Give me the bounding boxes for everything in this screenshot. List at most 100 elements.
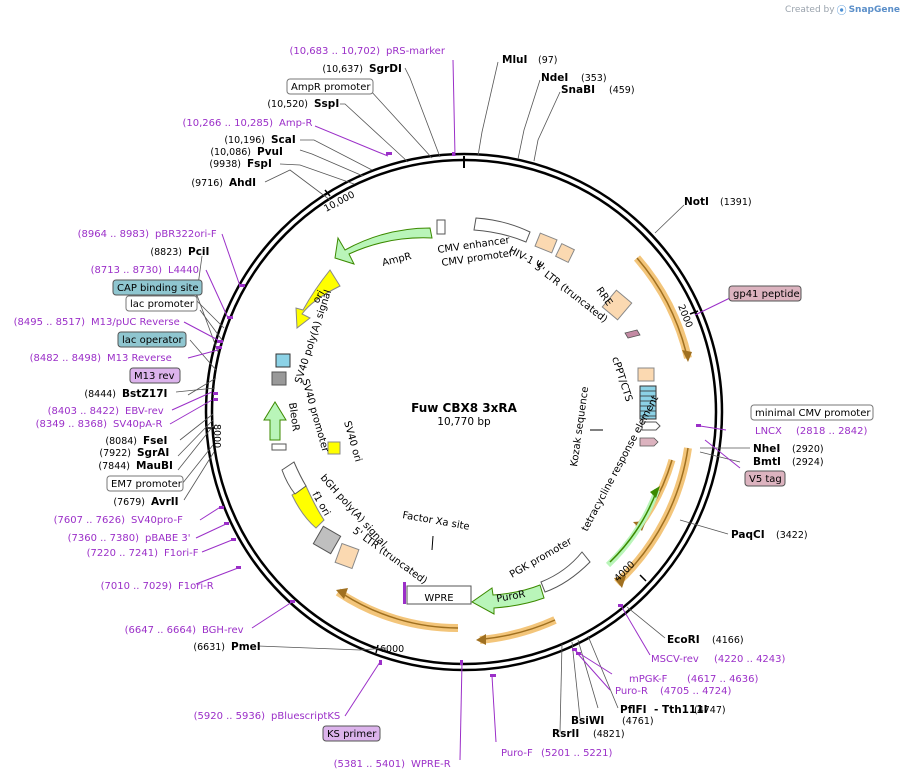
lac-promoter-label[interactable]: lac promoter bbox=[130, 299, 195, 310]
em7-promoter-label[interactable]: EM7 promoter bbox=[111, 479, 183, 490]
enzyme-sgrai[interactable]: SgrAI bbox=[137, 447, 169, 459]
enzyme-ecori[interactable]: EcoRI bbox=[667, 634, 700, 646]
rre-block[interactable] bbox=[601, 289, 633, 321]
cap-binding-site-label[interactable]: CAP binding site bbox=[117, 283, 199, 294]
ampr-arrow[interactable] bbox=[334, 227, 433, 265]
v5-marker[interactable] bbox=[639, 437, 659, 447]
enzyme-sspi[interactable]: SspI bbox=[314, 98, 339, 110]
bleor-arrow[interactable] bbox=[263, 401, 287, 441]
ks-primer-label[interactable]: KS primer bbox=[327, 729, 377, 740]
primer-puro-r[interactable]: Puro-R bbox=[615, 686, 648, 697]
enzyme-fspi[interactable]: FspI bbox=[247, 158, 272, 170]
primer-m13-reverse[interactable]: M13 Reverse bbox=[107, 353, 172, 364]
cppt-block[interactable] bbox=[637, 367, 655, 382]
tick-8000: 8000 bbox=[211, 424, 222, 448]
enzyme-fsei[interactable]: FseI bbox=[143, 435, 167, 447]
enzyme-noti[interactable]: NotI bbox=[684, 196, 709, 208]
bgh-block[interactable] bbox=[312, 525, 342, 555]
svg-text:(10,520): (10,520) bbox=[267, 99, 308, 110]
enzyme-tth111i[interactable]: - Tth111I bbox=[654, 704, 708, 716]
primer-sv40pa-r[interactable]: SV40pA-R bbox=[113, 419, 162, 430]
minimal-cmv-promoter-label[interactable]: minimal CMV promoter bbox=[755, 408, 871, 419]
svg-text:(97): (97) bbox=[538, 55, 558, 66]
enzyme-bsiwi[interactable]: BsiWI bbox=[571, 715, 604, 727]
primer-amp-r[interactable]: Amp-R bbox=[279, 118, 313, 129]
plasmid-size: 10,770 bp bbox=[437, 416, 491, 428]
primer-puro-f[interactable]: Puro-F bbox=[501, 748, 533, 759]
svg-text:(8444): (8444) bbox=[84, 389, 116, 400]
svg-text:(2920): (2920) bbox=[792, 444, 824, 455]
enzyme-labels-left: (6631) PmeI (7679) AvrII (7844) MauBI (7… bbox=[84, 63, 401, 653]
gp41-peptide-label[interactable]: gp41 peptide bbox=[733, 289, 800, 300]
f1-ori-arrow[interactable] bbox=[291, 485, 325, 529]
primer-m13-puc-reverse[interactable]: M13/pUC Reverse bbox=[91, 317, 180, 328]
enzyme-scai[interactable]: ScaI bbox=[271, 134, 296, 146]
primer-f1ori-f[interactable]: F1ori-F bbox=[164, 548, 199, 559]
snapgene-logo-icon: ⦿ bbox=[836, 6, 847, 17]
enzyme-nhei[interactable]: NheI bbox=[753, 443, 780, 455]
enzyme-avrii[interactable]: AvrII bbox=[151, 496, 179, 508]
wpre-box[interactable] bbox=[406, 585, 472, 605]
primer-l4440[interactable]: L4440 bbox=[168, 265, 199, 276]
tre-element[interactable] bbox=[639, 385, 657, 420]
enzyme-ahdi[interactable]: AhdI bbox=[229, 177, 256, 189]
enzyme-bmti[interactable]: BmtI bbox=[753, 456, 781, 468]
primer-pbabe-3[interactable]: pBABE 3' bbox=[145, 533, 191, 544]
primer-pbluescriptks[interactable]: pBluescriptKS bbox=[271, 711, 340, 722]
tick-marks bbox=[208, 189, 699, 654]
svg-text:(8482 .. 8498): (8482 .. 8498) bbox=[30, 353, 102, 364]
svg-text:(7607 .. 7626): (7607 .. 7626) bbox=[54, 515, 126, 526]
primer-labels: (10,683 .. 10,702) pRS-marker (10,266 ..… bbox=[14, 46, 868, 770]
svg-text:(7844): (7844) bbox=[98, 461, 130, 472]
cmv-enhancer-arrow[interactable] bbox=[473, 217, 531, 243]
enzyme-maubi[interactable]: MauBI bbox=[136, 460, 173, 472]
enzyme-ndei[interactable]: NdeI bbox=[541, 72, 568, 84]
ampr-promoter-label[interactable]: AmpR promoter bbox=[291, 82, 371, 93]
primer-mscv-rev[interactable]: MSCV-rev bbox=[651, 654, 699, 665]
enzyme-pflfi[interactable]: PflFI bbox=[620, 704, 647, 716]
enzyme-bstz17i[interactable]: BstZ17I bbox=[122, 388, 167, 400]
enzyme-snabi[interactable]: SnaBI bbox=[561, 84, 595, 96]
primer-mpgk-f[interactable]: mPGK-F bbox=[629, 674, 668, 685]
svg-text:(8349 .. 8368): (8349 .. 8368) bbox=[36, 419, 108, 430]
enzyme-rsrii[interactable]: RsrII bbox=[552, 728, 579, 740]
hiv-psi-block[interactable] bbox=[554, 242, 576, 264]
enzyme-pmei[interactable]: PmeI bbox=[231, 641, 261, 653]
ltr-block-2[interactable] bbox=[334, 542, 360, 570]
orf-arc-4[interactable] bbox=[479, 616, 557, 644]
svg-text:(10,683 .. 10,702): (10,683 .. 10,702) bbox=[290, 46, 381, 57]
svg-text:(7360 .. 7380): (7360 .. 7380) bbox=[68, 533, 140, 544]
primer-f1ori-r[interactable]: F1ori-R bbox=[178, 581, 214, 592]
sv40-promoter-arrow[interactable] bbox=[281, 461, 307, 495]
credit-brand: SnapGene bbox=[848, 4, 900, 15]
svg-text:(5201 .. 5221): (5201 .. 5221) bbox=[541, 748, 613, 759]
primer-prs-marker[interactable]: pRS-marker bbox=[386, 46, 446, 57]
ltr-block[interactable] bbox=[534, 232, 558, 254]
primer-lncx[interactable]: LNCX bbox=[755, 426, 782, 437]
primer-bgh-rev[interactable]: BGH-rev bbox=[202, 625, 244, 636]
m13-rev-label[interactable]: M13 rev bbox=[134, 371, 175, 382]
svg-text:(3422): (3422) bbox=[776, 530, 808, 541]
v5-tag-label[interactable]: V5 tag bbox=[749, 474, 782, 485]
primer-connectors bbox=[169, 59, 741, 761]
enzyme-sgrdi[interactable]: SgrDI bbox=[369, 63, 402, 75]
sv40-ori-block[interactable] bbox=[327, 441, 341, 455]
primer-wpre-r[interactable]: WPRE-R bbox=[411, 759, 451, 770]
pgk-promoter-arrow[interactable] bbox=[540, 551, 591, 593]
wpre-label: WPRE bbox=[424, 593, 453, 604]
enzyme-mlui[interactable]: MluI bbox=[502, 54, 527, 66]
gp41-marker[interactable] bbox=[624, 329, 641, 339]
primer-pbr322ori-f[interactable]: pBR322ori-F bbox=[155, 229, 217, 240]
svg-text:(8495 .. 8517): (8495 .. 8517) bbox=[14, 317, 86, 328]
enzyme-paqci[interactable]: PaqCI bbox=[731, 529, 765, 541]
enzyme-pcii[interactable]: PciI bbox=[188, 246, 209, 258]
credit-prefix: Created by bbox=[785, 4, 835, 15]
ori-arrow[interactable] bbox=[295, 269, 341, 329]
enzyme-pvui[interactable]: PvuI bbox=[257, 146, 283, 158]
puror-arrow[interactable] bbox=[471, 584, 545, 615]
lac-operator-label[interactable]: lac operator bbox=[122, 335, 183, 346]
primer-sv40pro-f[interactable]: SV40pro-F bbox=[131, 515, 183, 526]
label-sv40-polya: SV40 poly(A) signal bbox=[293, 289, 334, 385]
primer-ebv-rev[interactable]: EBV-rev bbox=[125, 406, 164, 417]
svg-text:(2818 .. 2842): (2818 .. 2842) bbox=[796, 426, 868, 437]
